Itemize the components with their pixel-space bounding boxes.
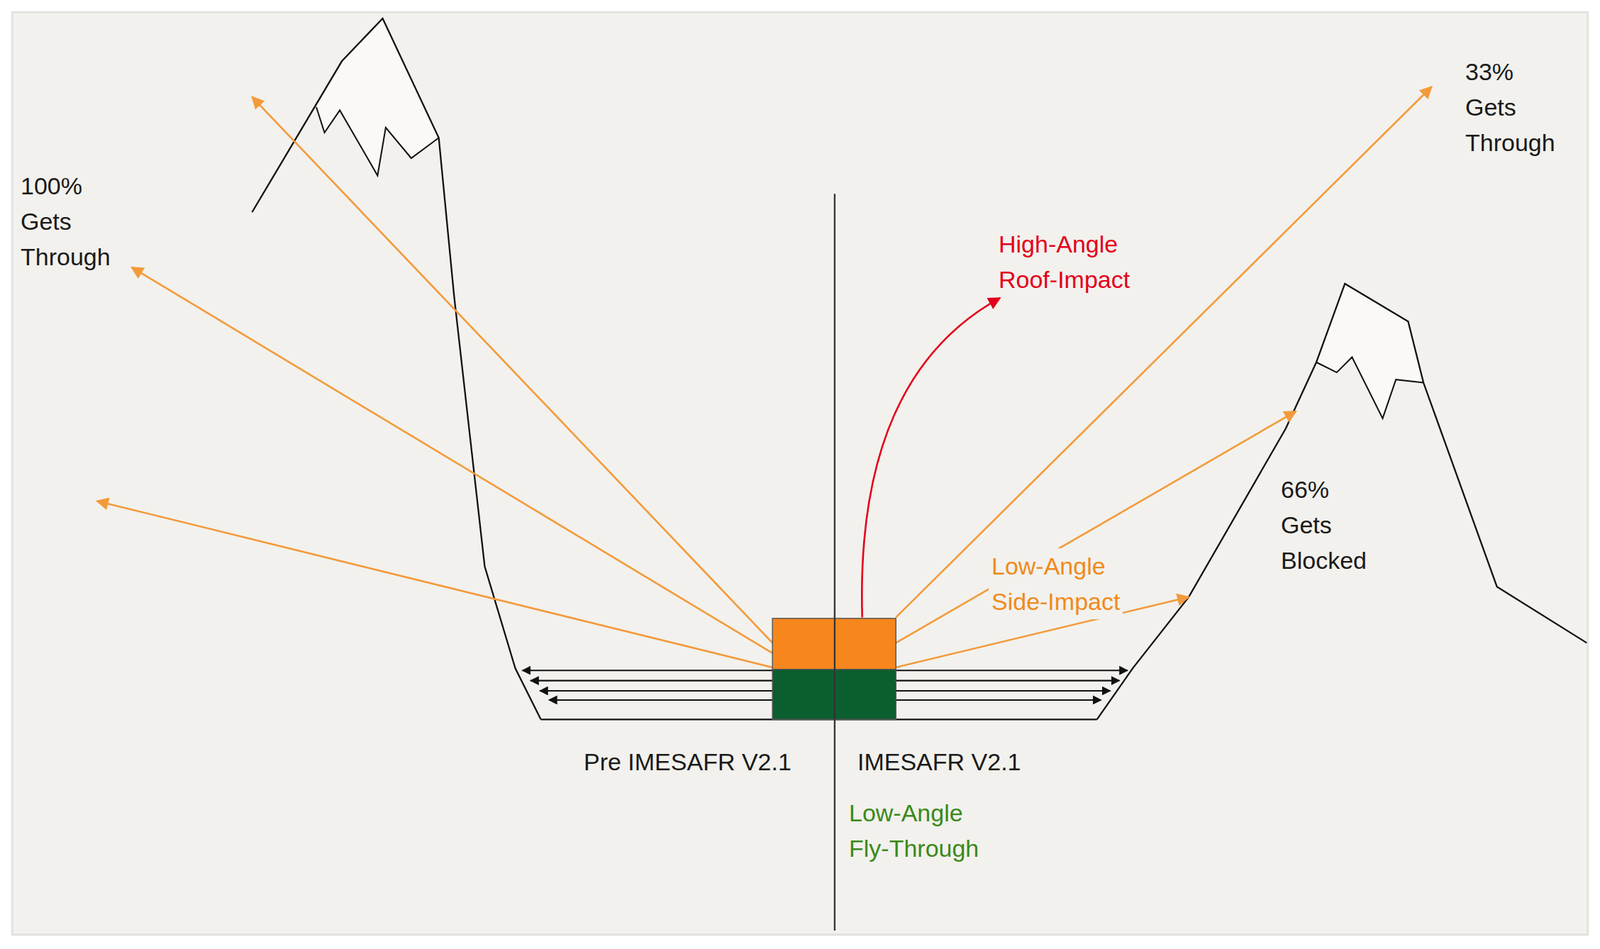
right-mountain bbox=[1097, 283, 1588, 720]
snow-line bbox=[316, 107, 440, 176]
impact-label: Low-Angle Side-Impact bbox=[988, 548, 1123, 620]
snow-cap bbox=[1316, 283, 1424, 419]
impact-label: High-Angle Roof-Impact bbox=[995, 226, 1133, 298]
percent-note: 33% Gets Through bbox=[1465, 53, 1556, 161]
impact-label: Low-Angle Fly-Through bbox=[846, 795, 982, 866]
fragment-arrow bbox=[97, 500, 773, 668]
version-label: IMESAFR V2.1 bbox=[857, 743, 1022, 780]
fragment-arrow bbox=[895, 86, 1432, 618]
percent-note: 66% Gets Blocked bbox=[1280, 471, 1367, 579]
version-label: Pre IMESAFR V2.1 bbox=[583, 743, 792, 780]
fragment-arrow bbox=[131, 267, 774, 654]
roof-impact-arrow bbox=[861, 297, 1000, 618]
percent-note: 100% Gets Through bbox=[20, 168, 111, 275]
left-mountain bbox=[251, 18, 541, 720]
fragment-arrow bbox=[895, 411, 1296, 644]
fragment-arrow bbox=[251, 97, 773, 644]
frame-ground bbox=[12, 12, 1588, 935]
snow-line bbox=[1316, 357, 1424, 419]
divider-line bbox=[834, 193, 836, 931]
